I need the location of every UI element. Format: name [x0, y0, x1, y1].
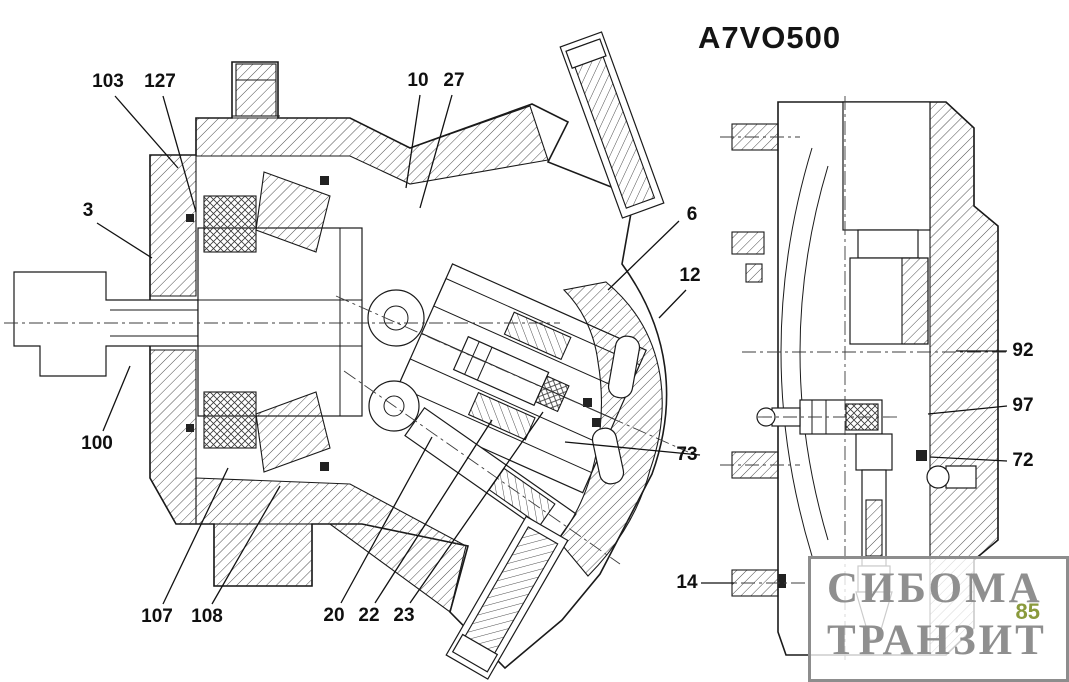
watermark-line1: СИБОМА	[827, 565, 1043, 612]
callout-leader-lines	[96, 94, 1008, 605]
leader-line-22	[374, 419, 493, 604]
leader-line-103	[114, 95, 179, 169]
leader-line-20	[340, 436, 433, 604]
leader-line-108	[211, 485, 281, 605]
part-callout-107: 107	[141, 606, 173, 627]
leader-line-12	[658, 289, 687, 319]
part-callout-12: 12	[679, 265, 701, 286]
part-callout-100: 100	[81, 433, 113, 454]
part-callout-97: 97	[1012, 395, 1034, 416]
leader-line-127	[162, 95, 197, 213]
part-callout-6: 6	[686, 204, 698, 225]
part-callout-92: 92	[1012, 340, 1034, 361]
watermark-number: 85	[1015, 599, 1040, 624]
part-callout-72: 72	[1012, 450, 1034, 471]
leader-line-100	[102, 365, 131, 432]
leader-line-107	[162, 467, 229, 605]
leader-line-72	[929, 456, 1008, 462]
watermark-line2: ТРАНЗИТ	[827, 616, 1047, 664]
part-callout-23: 23	[393, 605, 415, 626]
part-callout-103: 103	[92, 71, 124, 92]
leader-line-23	[409, 411, 544, 604]
part-callout-127: 127	[144, 71, 176, 92]
part-callout-73: 73	[676, 444, 698, 465]
longitudinal-section-view	[4, 31, 689, 680]
part-callout-10: 10	[407, 70, 429, 91]
leader-line-10	[405, 94, 421, 189]
leader-line-73	[564, 441, 701, 456]
end-section-view	[716, 96, 1008, 662]
leader-line-6	[607, 220, 680, 291]
part-callout-14: 14	[676, 572, 698, 593]
part-callout-3: 3	[82, 200, 94, 221]
leader-line-27	[419, 94, 453, 209]
watermark: СИБОМА ТРАНЗИТ 85	[808, 556, 1069, 682]
drawing-title: A7VO500	[698, 20, 842, 55]
part-callout-20: 20	[323, 605, 345, 626]
part-callout-27: 27	[443, 70, 465, 91]
part-callout-22: 22	[358, 605, 380, 626]
leader-line-3	[96, 222, 153, 259]
part-callout-108: 108	[191, 606, 223, 627]
leader-line-97	[927, 405, 1008, 415]
